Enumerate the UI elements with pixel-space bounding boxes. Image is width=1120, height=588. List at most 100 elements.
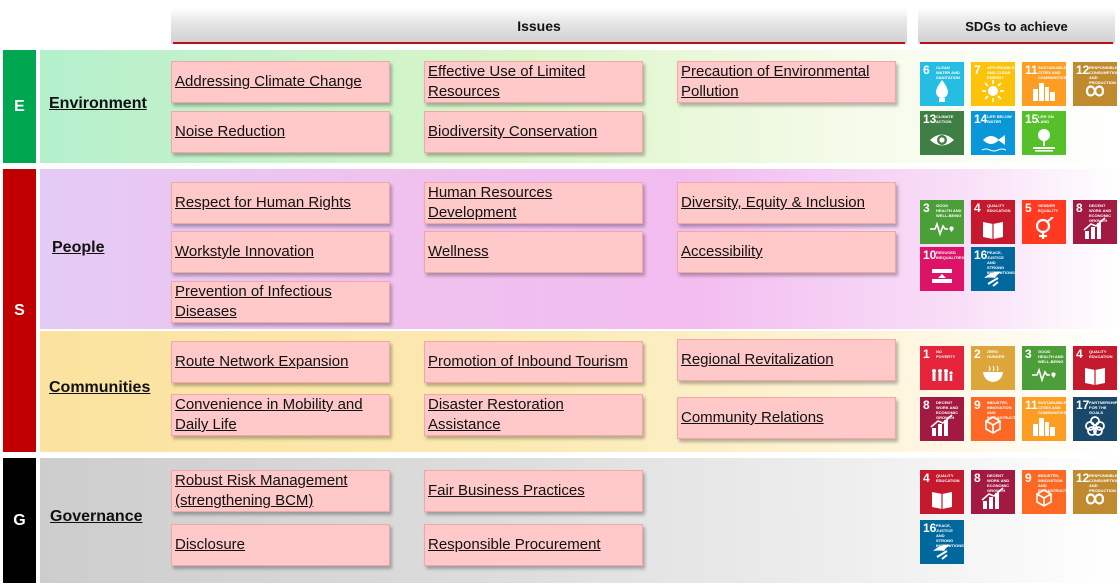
sdg-number: 1: [923, 347, 930, 361]
sdg-label: GOOD HEALTH AND WELL-BEING: [936, 203, 962, 218]
sdg-5-icon: 5 GENDER EQUALITY: [1022, 200, 1066, 244]
sdg-symbol-icon: [984, 271, 1002, 287]
sdg-label: SUSTAINABLE CITIES AND COMMUNITIES: [1038, 400, 1066, 415]
sdg-label: REDUCED INEQUALITIES: [936, 250, 964, 260]
sdg-label: RESPONSIBLE CONSUMPTION AND PRODUCTION: [1089, 65, 1117, 85]
sdg-number: 16: [923, 521, 937, 535]
sdg-symbol-icon: [932, 269, 952, 283]
sdg-4-icon: 4 QUALITY EDUCATION: [971, 200, 1015, 244]
issue-box: Effective Use of Limited Resources: [424, 61, 643, 103]
issue-text: Human Resources Development: [428, 184, 553, 221]
category-governance: Governance: [50, 508, 143, 525]
sdg-number: 4: [974, 201, 981, 215]
issue-text: Disclosure: [175, 536, 246, 553]
issue-text: Accessibility: [681, 243, 763, 260]
sdg-number: 8: [923, 398, 930, 412]
issue-box: Workstyle Innovation: [171, 231, 390, 273]
issues-header-label: Issues: [517, 18, 561, 34]
sdg-9-icon: 9 INDUSTRY, INNOVATION AND INFRASTRUCTURE: [971, 397, 1015, 441]
sdg-symbol-icon: [981, 135, 1006, 152]
issue-box: Disclosure: [171, 524, 390, 566]
sdg-number: 13: [923, 112, 937, 126]
issue-box: Diversity, Equity & Inclusion: [677, 182, 896, 224]
pillar-s: S: [3, 169, 36, 452]
sdg-label: DECENT WORK AND ECONOMIC GROWTH: [936, 400, 959, 420]
sdg-symbol-icon: [1035, 217, 1054, 239]
issue-box: Human Resources Development: [424, 182, 643, 224]
sdg-symbol-icon: [932, 492, 952, 509]
sdg-label: DECENT WORK AND ECONOMIC GROWTH: [987, 473, 1010, 493]
issue-box: Prevention of Infectious Diseases: [171, 281, 390, 323]
sdg-label: SUSTAINABLE CITIES AND COMMUNITIES: [1038, 65, 1066, 80]
sdg-8-icon: 8 DECENT WORK AND ECONOMIC GROWTH: [971, 470, 1015, 514]
sdg-label: QUALITY EDUCATION: [1089, 349, 1113, 359]
category-people: People: [52, 239, 105, 256]
sdg-symbol-icon: [936, 80, 948, 102]
sdg-number: 4: [923, 471, 930, 485]
sdg-label: INDUSTRY, INNOVATION AND INFRASTRUCTURE: [987, 400, 1015, 420]
sdg-3-icon: 3 GOOD HEALTH AND WELL-BEING: [1022, 346, 1066, 390]
sdg-label: QUALITY EDUCATION: [987, 203, 1011, 213]
sdg-number: 8: [1076, 201, 1083, 215]
issue-text: Disaster Restoration Assistance: [428, 396, 564, 433]
issue-text: Robust Risk Management (strengthening BC…: [175, 472, 348, 509]
sdg-number: 12: [1076, 471, 1090, 485]
issue-box: Addressing Climate Change: [171, 61, 390, 103]
sdg-label: LIFE ON LAND: [1038, 114, 1054, 124]
sdg-symbol-icon: [933, 544, 951, 560]
sdg-symbol-icon: [1083, 217, 1106, 239]
sdg-symbol-icon: [1033, 418, 1055, 436]
sdg-label: GOOD HEALTH AND WELL-BEING: [1038, 349, 1064, 364]
sdg-number: 3: [1025, 347, 1032, 361]
sdg-label: RESPONSIBLE CONSUMPTION AND PRODUCTION: [1089, 473, 1117, 493]
sdg-label: GENDER EQUALITY: [1038, 203, 1059, 213]
issue-text: Regional Revitalization: [681, 351, 834, 368]
issue-text: Diversity, Equity & Inclusion: [681, 194, 865, 211]
sdg-symbol-icon: [1033, 83, 1055, 101]
category-environment: Environment: [49, 95, 147, 112]
issues-header: Issues: [171, 8, 907, 44]
sdg-symbol-icon: [1085, 368, 1105, 385]
sdgs-header: SDGs to achieve: [918, 8, 1115, 44]
sdg-label: LIFE BELOW WATER: [987, 114, 1012, 124]
issue-text: Effective Use of Limited Resources: [428, 63, 586, 100]
issue-box: Accessibility: [677, 231, 896, 273]
category-communities: Communities: [49, 379, 151, 396]
sdg-symbol-icon: [1033, 129, 1055, 152]
sdg-number: 11: [1025, 398, 1038, 412]
issue-text: Promotion of Inbound Tourism: [428, 353, 628, 370]
sdg-number: 10: [923, 248, 937, 262]
sdg-label: PEACE, JUSTICE AND STRONG INSTITUTIONS: [936, 523, 964, 548]
issue-box: Route Network Expansion: [171, 341, 390, 383]
sdg-number: 11: [1025, 63, 1038, 77]
sdg-number: 12: [1076, 63, 1090, 77]
sdg-number: 8: [974, 471, 981, 485]
pillar-e: E: [3, 50, 36, 163]
pillar-g: G: [3, 458, 36, 583]
issue-box: Regional Revitalization: [677, 339, 896, 381]
sdg-symbol-icon: [985, 416, 1001, 434]
sdg-label: CLEAN WATER AND SANITATION: [936, 65, 960, 80]
issue-box: Community Relations: [677, 397, 896, 439]
issue-box: Responsible Procurement: [424, 524, 643, 566]
issue-text: Noise Reduction: [175, 123, 286, 140]
sdg-label: AFFORDABLE AND CLEAN ENERGY: [987, 65, 1015, 80]
issue-box: Fair Business Practices: [424, 470, 643, 512]
sdg-number: 5: [1025, 201, 1032, 215]
sdg-symbol-icon: [930, 221, 954, 237]
issue-box: Biodiversity Conservation: [424, 111, 643, 153]
sdgs-header-label: SDGs to achieve: [965, 18, 1068, 34]
sdg-number: 9: [974, 398, 981, 412]
